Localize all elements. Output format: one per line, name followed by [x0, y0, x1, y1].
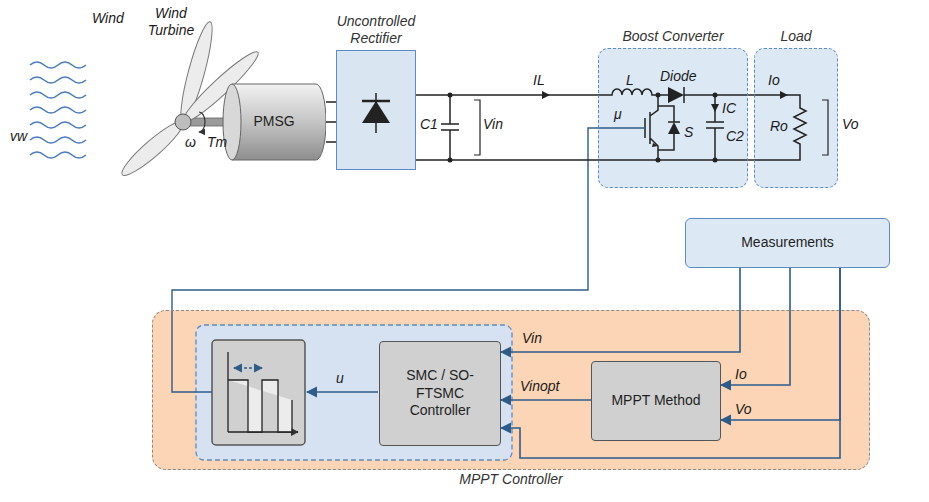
signal-label: S — [684, 124, 693, 141]
signal-label: u — [336, 370, 344, 387]
signal-label: Io — [768, 72, 780, 89]
junction-dot — [713, 93, 718, 98]
signal-arrow — [501, 399, 591, 401]
freewheel-diode — [668, 122, 680, 134]
controller-box: SMC / SO-FTSMC Controller — [379, 341, 501, 446]
signal-label: L — [626, 72, 634, 89]
control-block-region — [196, 325, 512, 460]
heading: Uncontrolled Rectifier — [317, 13, 435, 47]
heading: Load — [735, 28, 857, 45]
duty-arrow — [307, 391, 378, 393]
power-wire — [326, 102, 336, 142]
measurement-box: Measurements — [685, 218, 890, 268]
controller-region: MPPT ControllerSMC / SO-FTSMC Controller… — [152, 310, 870, 470]
load-region: Load — [754, 48, 838, 188]
edge-label: Vo — [733, 401, 754, 418]
signal-label: Tm — [207, 134, 227, 151]
power-wire — [416, 95, 598, 160]
signal-label: IC — [722, 100, 736, 117]
box-label: SMC / SO-FTSMC Controller — [385, 367, 495, 420]
box-label: MPPT Method — [611, 392, 700, 410]
signal-arrow — [501, 268, 840, 458]
controller-ground — [152, 310, 870, 470]
signal-label: Wind — [92, 10, 124, 27]
junction-dot — [713, 158, 718, 163]
mppt-box: MPPT Method — [591, 361, 721, 441]
load-circuit — [754, 95, 828, 160]
signal-label: C2 — [726, 128, 744, 145]
pwm-block — [212, 340, 305, 445]
generator-box: PMSG — [222, 82, 326, 162]
rectifier-diode — [337, 51, 415, 168]
current-arrow — [711, 104, 719, 112]
signal-label: C1 — [420, 116, 438, 133]
boost-circuit — [598, 87, 748, 160]
diode-symbol — [668, 87, 684, 103]
edge-label: Vin — [520, 330, 544, 347]
signal-label: Vin — [483, 116, 503, 133]
signal-label: Vo — [842, 116, 859, 133]
signal-arrow — [721, 268, 840, 420]
edge-label: Vinopt — [518, 378, 561, 395]
rectifier-box: Uncontrolled Rectifier — [336, 50, 416, 170]
signal-label: vw — [10, 128, 27, 145]
signal-label: Wind Turbine — [140, 5, 202, 39]
edge-label: Io — [733, 366, 749, 383]
signal-label: IL — [533, 72, 545, 89]
boost-ground — [598, 48, 748, 188]
box-label: Measurements — [741, 234, 834, 252]
signal-label: μ — [614, 106, 622, 123]
dc-link-capacitor — [441, 95, 480, 160]
signal-label: Ro — [770, 118, 788, 135]
signal-label: ω — [185, 134, 196, 151]
junction-dot — [656, 93, 661, 98]
signal-label: Diode — [660, 68, 697, 85]
heading: MPPT Controller — [133, 471, 889, 488]
current-arrow — [780, 91, 788, 99]
emitter-arrow — [652, 143, 658, 147]
junction-dot — [656, 158, 661, 163]
box-label: PMSG — [253, 113, 294, 131]
signal-arrow — [721, 268, 790, 385]
wind-waves — [30, 62, 86, 158]
load-ground — [754, 48, 838, 188]
heading: Boost Converter — [579, 28, 767, 45]
